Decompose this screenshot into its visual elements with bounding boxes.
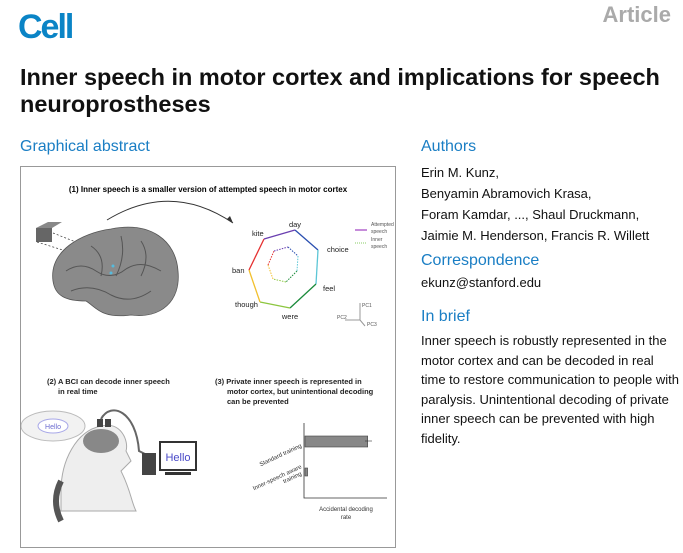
legend-inner: speech (371, 244, 387, 250)
author-line: Foram Kamdar, ..., Shaul Druckmann, (421, 207, 640, 222)
bar-standard (304, 435, 369, 448)
bar-aware (304, 467, 308, 477)
decoding-rate-chart: Standard training Inner-speech aware tra… (252, 423, 387, 521)
axis-label: PC2 (337, 315, 347, 321)
word-label: feel (323, 284, 335, 293)
axis-label: PC3 (367, 322, 377, 328)
in-brief-text: Inner speech is robustly represented in … (421, 333, 679, 446)
computer-icon (142, 453, 156, 475)
legend-attempted: Attempted (371, 222, 394, 228)
authors-list: Erin M. Kunz, Benyamin Abramovich Krasa,… (421, 162, 649, 246)
thought-hello: Hello (45, 424, 61, 431)
legend-attempted: speech (371, 229, 387, 235)
bci-user-illustration: Hello Hello (21, 409, 197, 523)
monitor-icon (159, 441, 197, 471)
word-label: kite (252, 229, 264, 238)
trajectory-hexagon (248, 229, 319, 309)
panel2-title: (2) A BCI can decode inner speech (47, 377, 170, 386)
screen-hello: Hello (165, 452, 190, 464)
correspondence-heading: Correspondence (421, 252, 540, 269)
bar-label: Standard training (259, 443, 303, 468)
panel1-title: (1) Inner speech is a smaller version of… (69, 185, 348, 194)
graphical-abstract-heading: Graphical abstract (20, 138, 150, 155)
axis-label: PC1 (362, 303, 372, 309)
brain-icon (52, 226, 179, 317)
graphical-abstract-figure: (1) Inner speech is a smaller version of… (21, 185, 394, 523)
panel2-title: in real time (58, 387, 98, 396)
in-brief-heading: In brief (421, 308, 470, 325)
correspondence-email[interactable]: ekunz@stanford.edu (421, 275, 542, 290)
paper-title: Inner speech in motor cortex and implica… (20, 64, 660, 117)
pc-axes: PC1 PC2 PC3 (337, 303, 377, 328)
arrow-icon (106, 200, 234, 224)
legend: Attempted speech Inner speech (355, 222, 394, 250)
author-line: Jaimie M. Henderson, Francis R. Willett (421, 228, 650, 243)
author-line: Benyamin Abramovich Krasa, (421, 186, 592, 201)
word-label: choice (327, 245, 349, 254)
panel3-title: can be prevented (227, 397, 289, 406)
word-label: were (281, 312, 298, 321)
panel3-title: motor cortex, but unintentional decoding (227, 387, 374, 396)
panel3-title: (3) Private inner speech is represented … (215, 377, 362, 386)
author-line: Erin M. Kunz, (421, 165, 500, 180)
graphical-abstract: (1) Inner speech is a smaller version of… (20, 166, 396, 548)
x-axis-label: Accidental decoding (319, 507, 373, 513)
authors-heading: Authors (421, 138, 477, 155)
x-axis-label: rate (341, 515, 352, 521)
article-type: Article (602, 2, 671, 27)
word-label: though (235, 300, 258, 309)
word-label: ban (232, 266, 245, 275)
electrode-array-icon (36, 222, 87, 252)
legend-inner: Inner (371, 237, 383, 243)
word-label: day (289, 220, 301, 229)
journal-logo: Cell (18, 8, 74, 46)
